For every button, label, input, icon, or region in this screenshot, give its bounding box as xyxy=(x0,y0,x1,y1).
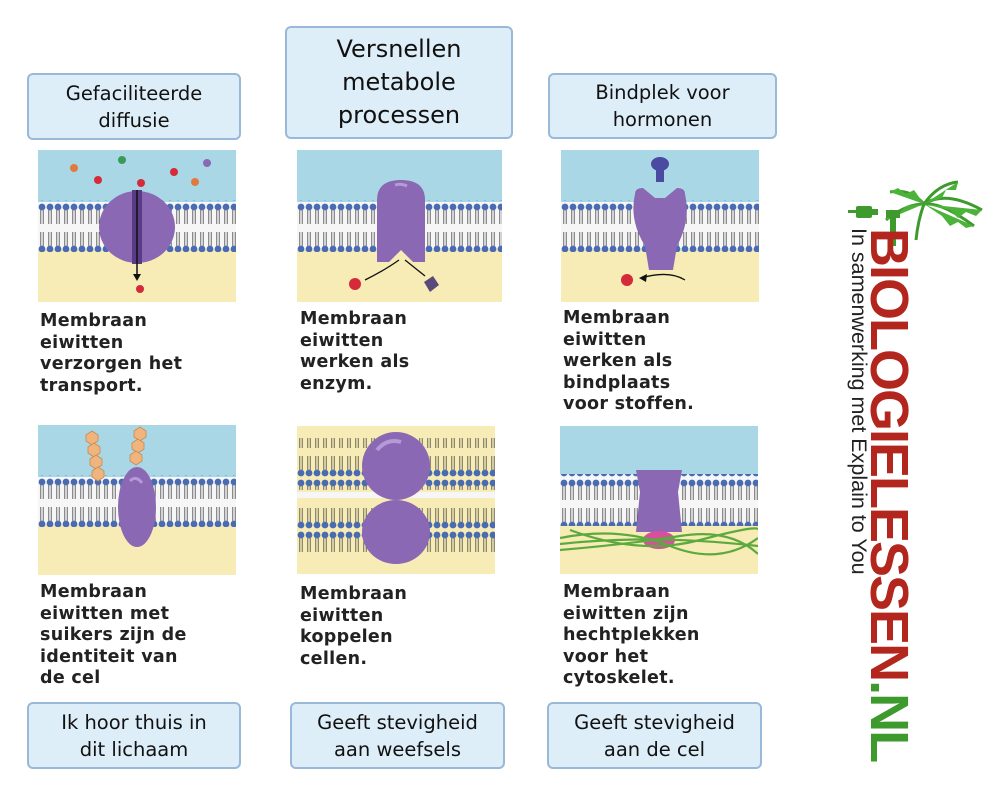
caption-coupling: Membraan eiwitten koppelen cellen. xyxy=(300,584,408,669)
caption-binding: Membraan eiwitten werken als bindplaats … xyxy=(563,308,695,414)
label-tissue-strength: Geeft stevigheid aan weefsels xyxy=(290,702,505,769)
cell-junction-illustration xyxy=(297,426,495,574)
label-text: Geeft stevigheid aan weefsels xyxy=(317,710,478,761)
label-metabolic-processes: Versnellen metabole processen xyxy=(285,26,513,139)
label-text: Ik hoor thuis in dit lichaam xyxy=(61,710,207,761)
enzyme-protein-illustration xyxy=(297,150,502,302)
caption-cytoskeleton: Membraan eiwitten zijn hechtplekken voor… xyxy=(563,582,700,688)
transport-protein-illustration xyxy=(38,150,236,302)
brand-suffix: .NL xyxy=(859,680,919,762)
label-text: Gefaciliteerde diffusie xyxy=(65,81,203,132)
brand-tagline: In samenwerking met Explain to You xyxy=(847,228,871,575)
caption-transport: Membraan eiwitten verzorgen het transpor… xyxy=(40,311,183,396)
binding-protein-illustration xyxy=(561,150,759,302)
label-cell-strength: Geeft stevigheid aan de cel xyxy=(547,702,762,769)
caption-enzyme: Membraan eiwitten werken als enzym. xyxy=(300,309,410,394)
label-facilitated-diffusion: Gefaciliteerde diffusie xyxy=(27,73,241,140)
glycoprotein-illustration xyxy=(38,425,236,575)
label-belong-here: Ik hoor thuis in dit lichaam xyxy=(27,702,241,769)
label-hormone-binding: Bindplek voor hormonen xyxy=(548,73,777,139)
label-text: Versnellen metabole processen xyxy=(336,35,462,129)
label-text: Bindplek voor hormonen xyxy=(595,81,730,131)
label-text: Geeft stevigheid aan de cel xyxy=(574,710,735,761)
cytoskeleton-anchor-illustration xyxy=(560,426,758,574)
palm-tree-icon xyxy=(848,180,983,246)
biologielessen-logo: BIOLOGIELESSEN.NL In samenwerking met Ex… xyxy=(838,180,988,761)
caption-identity: Membraan eiwitten met suikers zijn de id… xyxy=(40,582,187,688)
